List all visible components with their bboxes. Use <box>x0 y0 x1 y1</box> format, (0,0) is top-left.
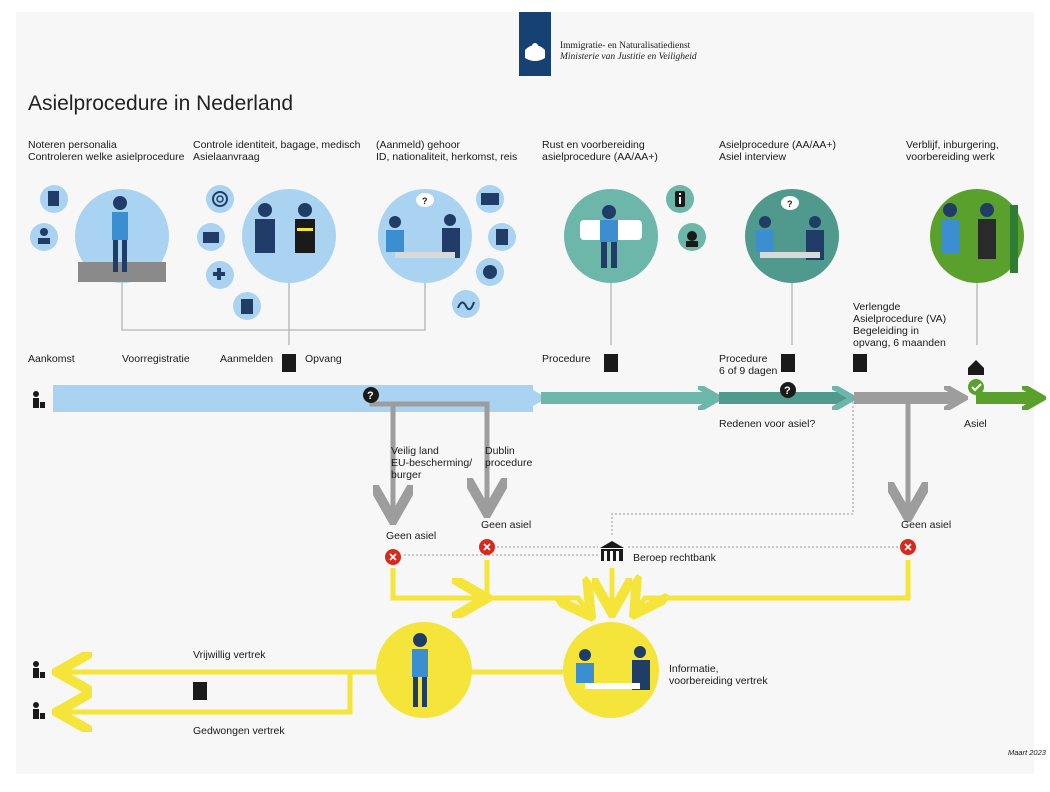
info-icon <box>666 185 694 213</box>
traveller-icons <box>33 391 45 719</box>
globe-icon <box>476 258 504 286</box>
building-icon-procedure <box>604 354 618 372</box>
label-veilig-3: burger <box>391 469 422 481</box>
caption-4b: asielprocedure (AA/AA+) <box>542 151 658 163</box>
passport-icon <box>488 223 516 251</box>
connector-lines <box>121 282 978 345</box>
label-aanmelden: Aanmelden <box>220 353 274 365</box>
page-title: Asielprocedure in Nederland <box>28 92 293 115</box>
label-geen-asiel-2: Geen asiel <box>481 519 532 531</box>
appeal-dotted-lines <box>404 397 898 556</box>
people-illustrations <box>112 196 1018 707</box>
person-sort-icon <box>30 223 58 251</box>
caption-2b: Asielaanvraag <box>193 151 260 163</box>
label-beroep: Beroep rechtbank <box>633 552 716 564</box>
label-vp-2: Asielprocedure (VA) <box>853 313 947 325</box>
fingerprint-icon <box>206 185 234 213</box>
status-markers <box>363 360 984 565</box>
label-vrijwillig: Vrijwillig vertrek <box>193 649 266 661</box>
traveller-icon-voluntary <box>33 661 45 678</box>
svg-text:?: ? <box>422 196 428 206</box>
medical-search-icon <box>206 261 234 289</box>
check-icon <box>968 379 984 395</box>
error-icon-3 <box>900 539 916 555</box>
label-asiel: Asiel <box>964 418 987 430</box>
svg-text:?: ? <box>787 199 793 209</box>
timeline-teal-bar <box>541 392 711 404</box>
question-icon-1 <box>363 387 379 403</box>
rijksoverheid-logo <box>519 12 551 76</box>
label-aankomst: Aankomst <box>28 353 75 365</box>
building-icon-opvang <box>282 354 296 372</box>
court-icon <box>600 541 624 561</box>
label-dublin-1: Dublin <box>485 445 515 457</box>
svg-text:?: ? <box>367 390 374 402</box>
label-vp-1: Verlengde <box>853 301 901 313</box>
org-name: Immigratie- en Naturalisatiedienst <box>560 41 691 51</box>
label-voorregistratie: Voorregistratie <box>122 353 190 365</box>
label-opvang: Opvang <box>305 353 342 365</box>
speech-question-icon <box>416 193 799 210</box>
document-pen-icon <box>40 185 68 213</box>
label-procedure-2: Procedure <box>719 353 768 365</box>
timeline-blue-bar <box>53 385 533 412</box>
caption-1b: Controleren welke asielprocedure <box>28 151 185 163</box>
traveller-icon-arrival <box>33 391 45 408</box>
error-icon-1 <box>385 549 401 565</box>
departure-flows <box>62 560 911 712</box>
timeline-green-bar <box>976 392 1034 404</box>
information-circle <box>563 622 659 718</box>
caption-3a: (Aanmeld) gehoor <box>376 139 461 151</box>
error-icon-2 <box>479 539 495 555</box>
route-pin-icon <box>452 290 480 318</box>
interview-circle <box>378 189 472 283</box>
caption-5a: Asielprocedure (AA/AA+) <box>719 139 837 151</box>
house-icon <box>968 360 984 375</box>
caption-6a: Verblijf, inburgering, <box>906 139 999 151</box>
label-redenen: Redenen voor asiel? <box>719 418 816 430</box>
suitcase-icon <box>197 223 225 251</box>
building-icon-departure <box>193 682 207 700</box>
caption-6b: voorbereiding werk <box>906 151 995 163</box>
ministry-name: Ministerie van Justitie en Veiligheid <box>560 52 697 62</box>
label-vp-4: opvang, 6 maanden <box>853 337 946 349</box>
svg-text:?: ? <box>784 385 791 397</box>
traveller-icon-forced <box>33 702 45 719</box>
id-card-icon <box>233 292 261 320</box>
label-veilig-1: Veilig land <box>391 445 439 457</box>
label-geen-asiel-3: Geen asiel <box>901 519 952 531</box>
label-procedure: Procedure <box>542 353 591 365</box>
label-info-2: voorbereiding vertrek <box>669 675 768 687</box>
id-badge-icon <box>476 185 504 213</box>
org-logo-text: Immigratie- en Naturalisatiedienst Minis… <box>560 41 697 63</box>
building-icons <box>193 354 867 700</box>
label-vp-3: Begeleiding in <box>853 325 919 337</box>
caption-2a: Controle identiteit, bagage, medisch <box>193 139 361 151</box>
date-label: Maart 2023 <box>1008 748 1046 757</box>
label-procedure-days: 6 of 9 dagen <box>719 365 778 377</box>
caption-5b: Asiel interview <box>719 151 787 163</box>
caption-1a: Noteren personalia <box>28 139 117 151</box>
small-icons <box>30 185 799 320</box>
label-veilig-2: EU-bescherming/ <box>391 457 473 469</box>
label-geen-asiel-1: Geen asiel <box>386 530 437 542</box>
timeline-dark-teal-bar <box>719 392 845 404</box>
label-info-1: Informatie, <box>669 663 719 675</box>
main-timeline <box>53 385 1040 412</box>
graduate-icon <box>678 223 706 251</box>
building-icon-procedure2 <box>781 354 795 372</box>
label-gedwongen: Gedwongen vertrek <box>193 725 285 737</box>
label-dublin-2: procedure <box>485 457 533 469</box>
caption-3b: ID, nationaliteit, herkomst, reis <box>376 151 518 163</box>
caption-4a: Rust en voorbereiding <box>542 139 645 151</box>
question-icon-2 <box>780 382 796 398</box>
building-icon-vp <box>853 354 867 372</box>
